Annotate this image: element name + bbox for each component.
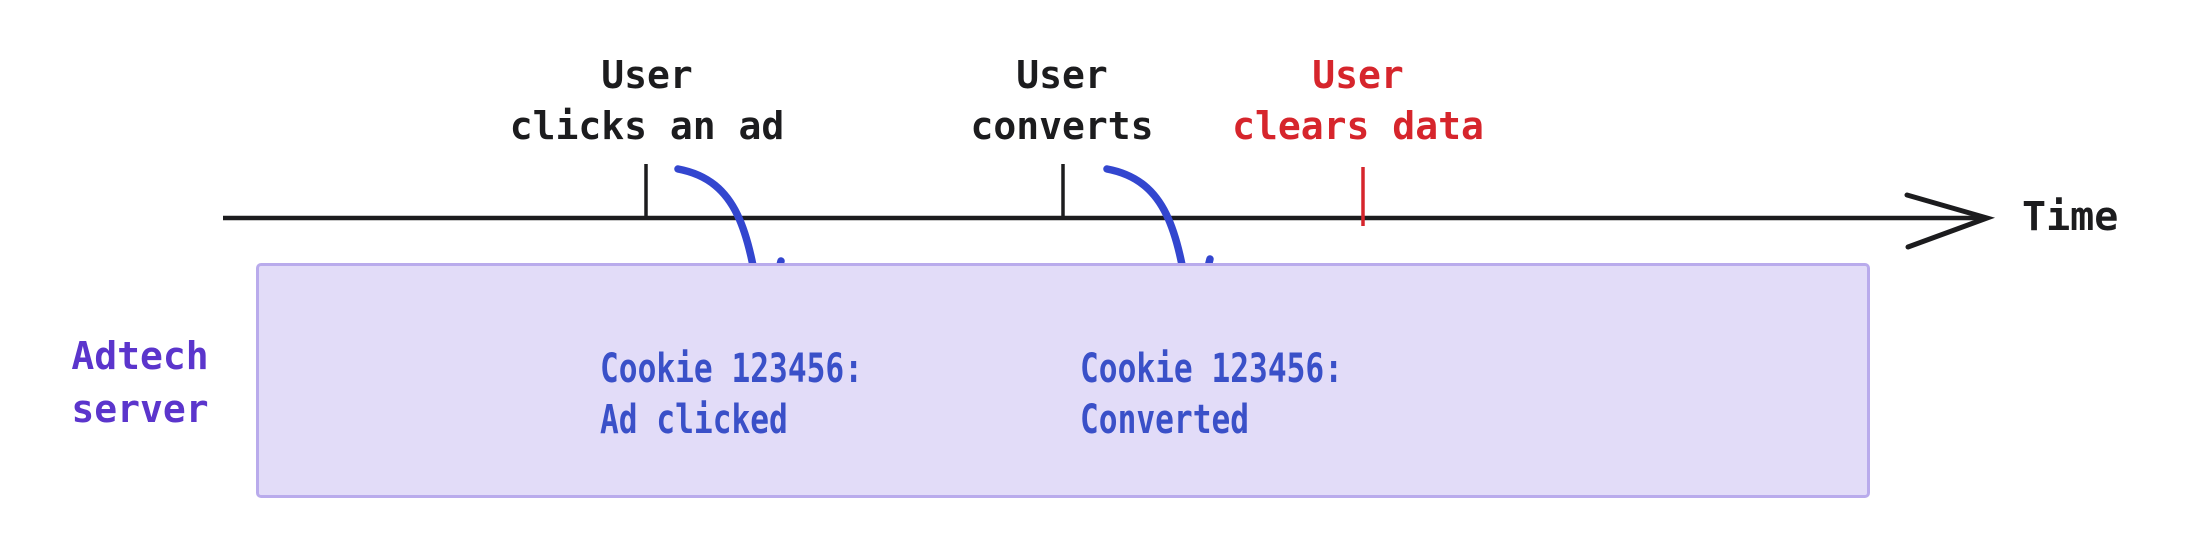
cookie-record-line: Cookie 123456: xyxy=(600,346,863,392)
cookie-record-line: Ad clicked xyxy=(600,397,788,443)
adtech-server-label-line: Adtech xyxy=(71,334,209,378)
event-label-convert: User converts xyxy=(970,50,1153,152)
time-axis-label: Time xyxy=(2022,194,2119,240)
event-label-clear-data: User clears data xyxy=(1232,50,1484,152)
event-label-line: converts xyxy=(970,104,1154,148)
event-label-line: clears data xyxy=(1232,104,1484,148)
adtech-server-label: Adtech server xyxy=(71,330,208,436)
cookie-record-line: Converted xyxy=(1080,397,1250,443)
event-label-line: clicks an ad xyxy=(509,104,785,148)
event-label-line: User xyxy=(1312,53,1404,97)
event-label-line: User xyxy=(1016,53,1108,97)
cookie-record-converted: Cookie 123456: Converted xyxy=(1080,344,1343,446)
cookie-record-line: Cookie 123456: xyxy=(1080,346,1343,392)
adtech-server-label-line: server xyxy=(71,387,209,431)
timeline-arrowhead-icon xyxy=(1904,192,1996,250)
adtech-server-box xyxy=(256,263,1870,498)
event-label-line: User xyxy=(601,53,693,97)
cookie-record-ad-clicked: Cookie 123456: Ad clicked xyxy=(600,344,863,446)
event-label-ad-click: User clicks an ad xyxy=(510,50,785,152)
